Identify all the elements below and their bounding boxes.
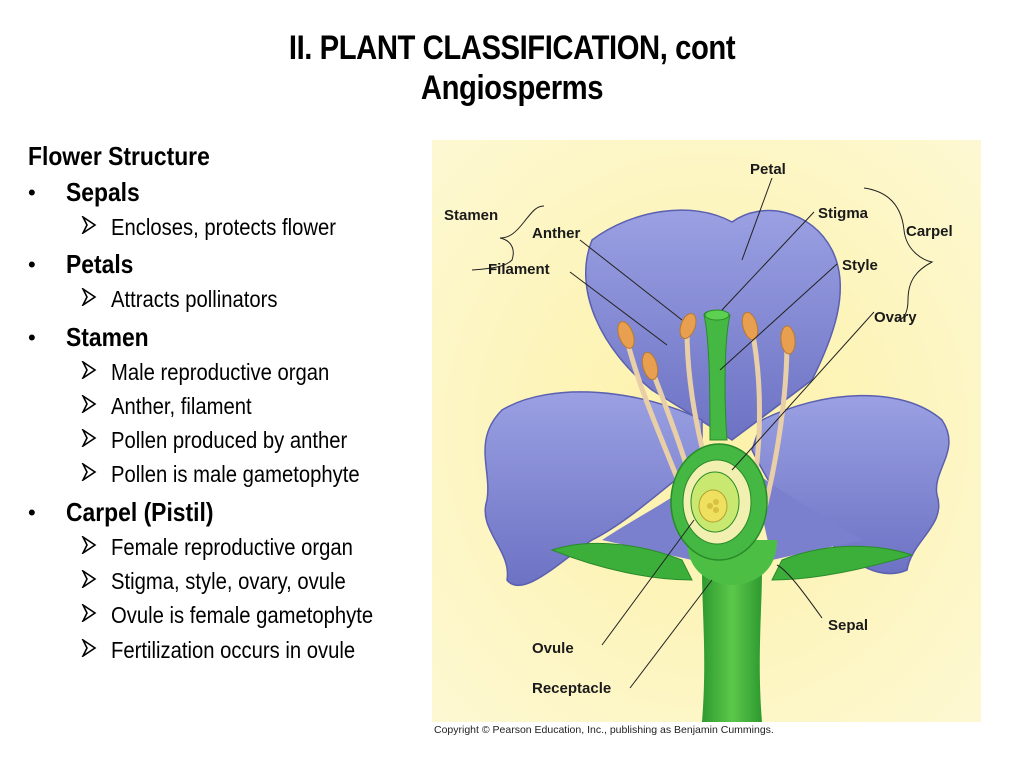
arrow-bullet-icon xyxy=(81,216,97,234)
bullet-dot: • xyxy=(28,252,36,278)
bullet-label: Carpel (Pistil) xyxy=(66,496,214,527)
label-style: Style xyxy=(842,257,878,274)
title-line-1: II. PLANT CLASSIFICATION, cont xyxy=(288,29,736,67)
flower-diagram: Petal Stigma Carpel Style Ovary Stamen A… xyxy=(432,140,981,722)
sub-bullet-text: Fertilization occurs in ovule xyxy=(111,636,356,663)
sub-bullet: Male reproductive organ xyxy=(28,357,428,391)
label-stamen: Stamen xyxy=(444,207,498,224)
title-line-2: Angiosperms xyxy=(420,69,604,107)
sub-bullet-text: Pollen is male gametophyte xyxy=(111,461,360,488)
label-ovule: Ovule xyxy=(532,640,574,657)
bullet-label: Stamen xyxy=(66,321,149,352)
bullet-label: Petals xyxy=(66,249,134,280)
slide-title: II. PLANT CLASSIFICATION, cont Angiosper… xyxy=(72,28,953,108)
label-filament: Filament xyxy=(488,261,550,278)
arrow-bullet-icon xyxy=(81,394,97,413)
arrow-bullet-icon xyxy=(81,288,97,307)
sub-bullet-text: Female reproductive organ xyxy=(111,533,353,560)
sub-bullet-text: Anther, filament xyxy=(111,392,252,419)
arrow-bullet-icon xyxy=(81,638,97,657)
bullet-sepals: • Sepals xyxy=(28,174,428,212)
sub-bullet-text: Male reproductive organ xyxy=(111,358,330,385)
flower-illustration: Petal Stigma Carpel Style Ovary Stamen A… xyxy=(432,140,981,722)
sub-bullet: Attracts pollinators xyxy=(28,284,428,318)
carpel xyxy=(670,309,768,561)
sub-bullet: Female reproductive organ xyxy=(28,532,428,566)
bullet-label: Sepals xyxy=(66,177,140,207)
bullet-petals: • Petals xyxy=(28,246,428,284)
label-receptacle: Receptacle xyxy=(532,680,611,697)
sub-bullet: Anther, filament xyxy=(28,391,428,425)
arrow-bullet-icon xyxy=(81,429,97,448)
leader-lines xyxy=(471,177,934,689)
sub-bullet-text: Attracts pollinators xyxy=(111,286,278,313)
stem xyxy=(687,540,777,722)
bullet-dot: • xyxy=(28,180,36,205)
sub-bullet-text: Encloses, protects flower xyxy=(111,214,336,240)
sub-bullet-text: Pollen produced by anther xyxy=(111,427,348,454)
label-stigma: Stigma xyxy=(818,205,869,222)
bullet-dot: • xyxy=(28,499,36,525)
section-heading: Flower Structure xyxy=(28,141,210,171)
bullet-content: Flower Structure • Sepals Encloses, prot… xyxy=(28,138,428,669)
arrow-bullet-icon xyxy=(81,463,97,482)
sub-bullet-text: Ovule is female gametophyte xyxy=(111,602,374,629)
label-ovary: Ovary xyxy=(874,309,917,326)
sub-bullet-text: Stigma, style, ovary, ovule xyxy=(111,568,346,595)
label-anther: Anther xyxy=(532,225,580,242)
diagram-labels: Petal Stigma Carpel Style Ovary Stamen A… xyxy=(444,161,953,697)
sub-bullet: Fertilization occurs in ovule xyxy=(28,635,428,669)
arrow-bullet-icon xyxy=(81,360,97,379)
label-petal: Petal xyxy=(750,161,786,178)
sub-bullet: Pollen produced by anther xyxy=(28,425,428,459)
label-sepal: Sepal xyxy=(828,617,868,634)
arrow-bullet-icon xyxy=(81,570,97,589)
bullet-dot: • xyxy=(28,324,36,350)
sub-bullet: Encloses, protects flower xyxy=(28,212,428,246)
sub-bullet: Pollen is male gametophyte xyxy=(28,459,428,493)
bullet-carpel: • Carpel (Pistil) xyxy=(28,494,428,532)
copyright-notice: Copyright © Pearson Education, Inc., pub… xyxy=(434,724,774,736)
bullet-stamen: • Stamen xyxy=(28,319,428,357)
arrow-bullet-icon xyxy=(81,535,97,554)
sub-bullet: Ovule is female gametophyte xyxy=(28,600,428,634)
sub-bullet: Stigma, style, ovary, ovule xyxy=(28,566,428,600)
label-carpel: Carpel xyxy=(906,223,953,240)
arrow-bullet-icon xyxy=(81,604,97,623)
